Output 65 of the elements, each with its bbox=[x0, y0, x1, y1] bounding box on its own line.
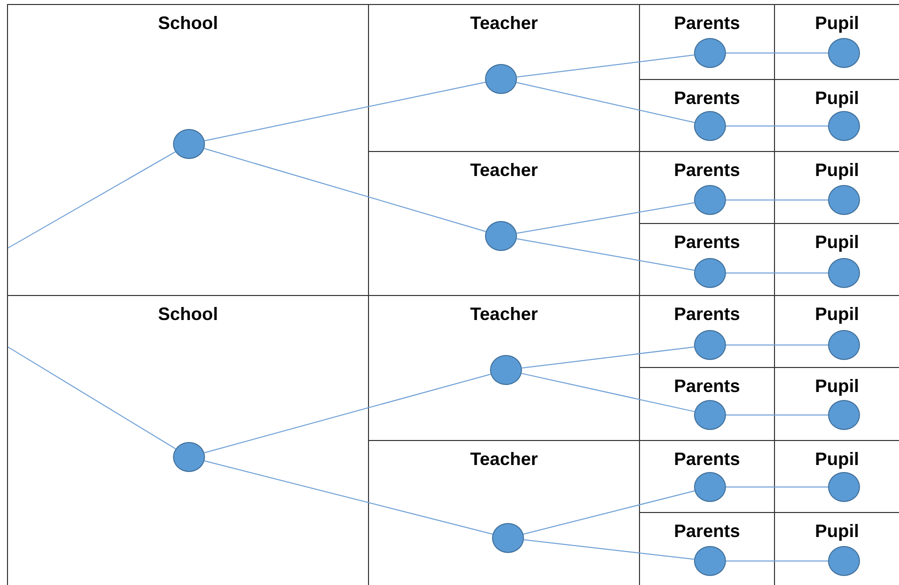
column-heading: Parents bbox=[674, 13, 740, 34]
connector-line bbox=[521, 346, 695, 369]
circle-node bbox=[492, 523, 524, 553]
column-heading: Parents bbox=[674, 376, 740, 397]
circle-node bbox=[828, 258, 860, 288]
circle-node bbox=[828, 546, 860, 576]
column-heading: Teacher bbox=[470, 160, 538, 181]
connector-line bbox=[204, 148, 486, 232]
column-heading: Pupil bbox=[815, 304, 859, 325]
circle-node bbox=[694, 38, 726, 68]
connector-line bbox=[516, 82, 695, 123]
column-heading: Parents bbox=[674, 521, 740, 542]
column-heading: Pupil bbox=[815, 449, 859, 470]
connector-line bbox=[523, 539, 695, 560]
connector-line bbox=[726, 344, 828, 346]
column-heading: Pupil bbox=[815, 13, 859, 34]
circle-node bbox=[485, 221, 517, 251]
connector-line bbox=[516, 54, 695, 78]
table-cell bbox=[7, 4, 369, 296]
circle-node bbox=[694, 546, 726, 576]
connector-line bbox=[516, 238, 695, 271]
circle-node bbox=[828, 185, 860, 215]
connector-line bbox=[204, 460, 494, 535]
circle-node bbox=[828, 400, 860, 430]
column-heading: Teacher bbox=[470, 449, 538, 470]
connector-line bbox=[726, 52, 828, 54]
column-heading: Parents bbox=[674, 232, 740, 253]
connector-line bbox=[8, 151, 176, 248]
column-heading: Pupil bbox=[815, 232, 859, 253]
connector-line bbox=[516, 202, 695, 234]
column-heading: Parents bbox=[674, 88, 740, 109]
column-heading: Pupil bbox=[815, 88, 859, 109]
column-heading: Pupil bbox=[815, 521, 859, 542]
connector-line bbox=[204, 374, 492, 454]
column-heading: Teacher bbox=[470, 304, 538, 325]
connector-line bbox=[521, 372, 695, 412]
column-heading: School bbox=[158, 13, 218, 34]
connector-line bbox=[726, 414, 828, 416]
circle-node bbox=[828, 38, 860, 68]
column-heading: Pupil bbox=[815, 376, 859, 397]
connector-line bbox=[726, 486, 828, 488]
circle-node bbox=[694, 472, 726, 502]
connector-line bbox=[522, 490, 696, 535]
column-heading: Parents bbox=[674, 449, 740, 470]
circle-node bbox=[694, 258, 726, 288]
circle-node bbox=[490, 355, 522, 385]
column-heading: Teacher bbox=[470, 13, 538, 34]
circle-node bbox=[828, 330, 860, 360]
connector-line bbox=[204, 82, 486, 142]
circle-node bbox=[694, 330, 726, 360]
circle-node bbox=[828, 472, 860, 502]
connector-line bbox=[726, 272, 828, 274]
column-heading: Pupil bbox=[815, 160, 859, 181]
circle-node bbox=[694, 400, 726, 430]
connector-line bbox=[726, 560, 828, 562]
circle-node bbox=[485, 64, 517, 94]
circle-node bbox=[828, 111, 860, 141]
circle-node bbox=[173, 442, 205, 472]
connector-line bbox=[8, 346, 176, 450]
circle-node bbox=[694, 185, 726, 215]
column-heading: Parents bbox=[674, 160, 740, 181]
circle-node bbox=[173, 129, 205, 159]
column-heading: School bbox=[158, 304, 218, 325]
circle-node bbox=[694, 111, 726, 141]
column-heading: Parents bbox=[674, 304, 740, 325]
